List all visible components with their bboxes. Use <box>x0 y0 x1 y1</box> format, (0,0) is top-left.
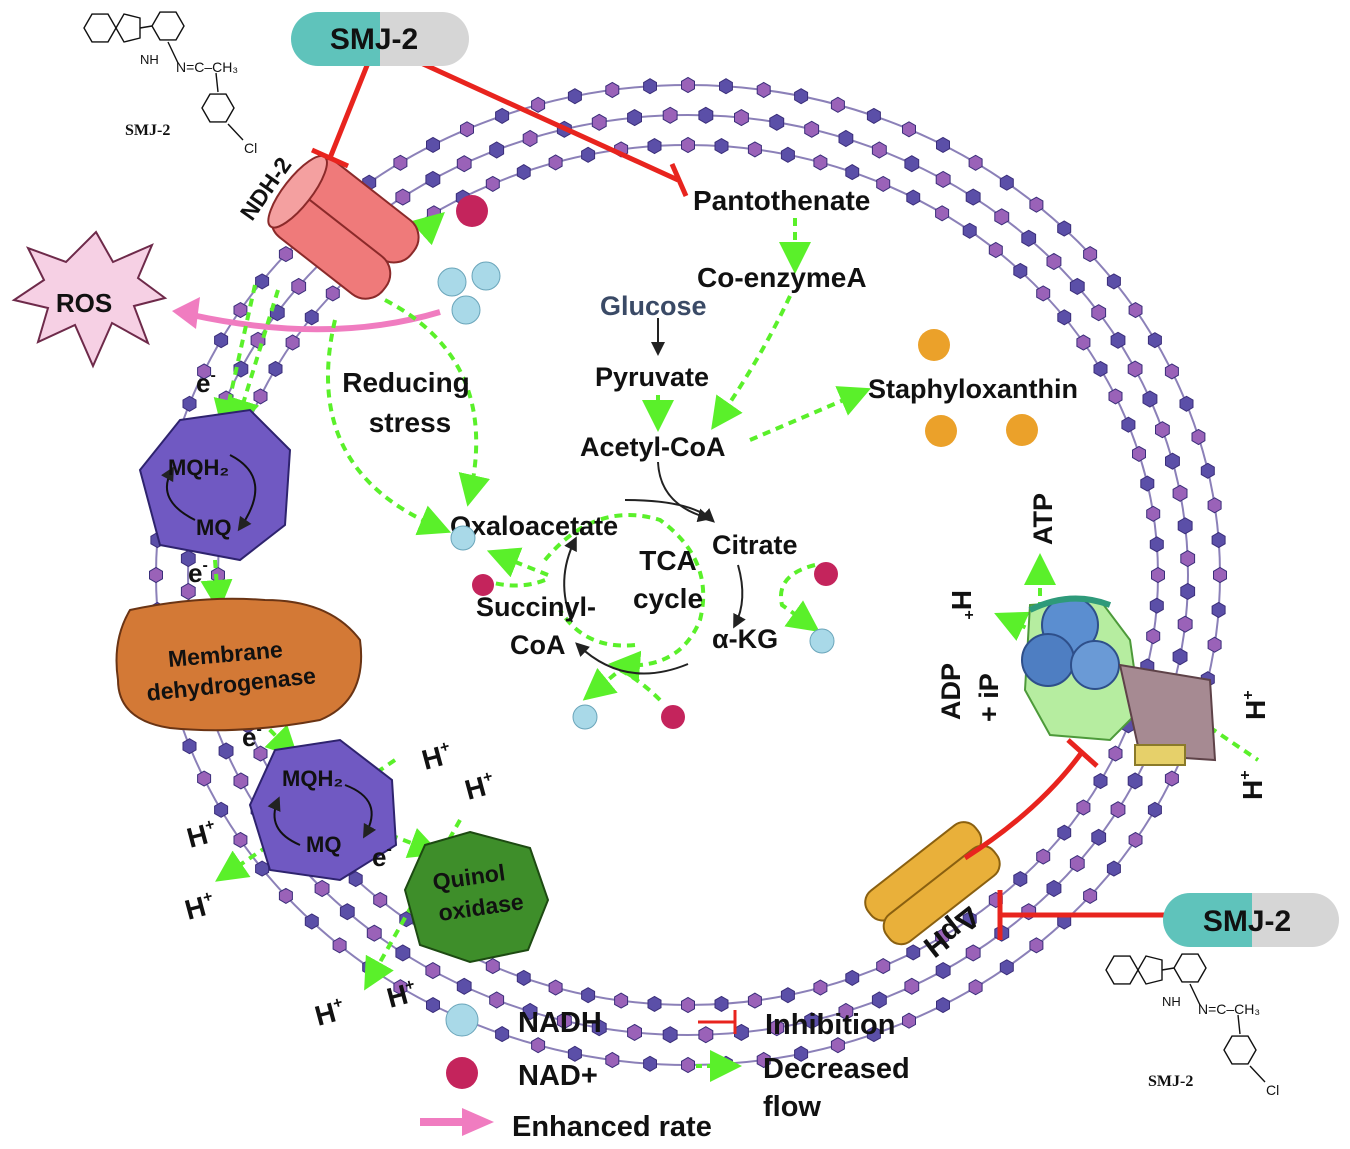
structure-cl-label: Cl <box>244 140 257 156</box>
atp-synthase <box>1021 595 1217 766</box>
nad-plus-molecule <box>814 562 838 586</box>
staphyloxanthin-label: Staphyloxanthin <box>868 374 1078 404</box>
smj2-capsule-top: SMJ-2 <box>291 12 469 66</box>
enhanced-rate-arrowhead <box>172 297 200 329</box>
metabolic-arrows <box>563 318 746 675</box>
proton-label-6: H+ <box>384 976 421 1014</box>
tca-label-2: cycle <box>633 583 703 614</box>
membrane-dehydrogenase: Membrane dehydrogenase <box>115 597 363 732</box>
proton-label-2: H+ <box>462 768 499 806</box>
legend-inhibition-swatch <box>698 1010 737 1034</box>
proton-label-9: H+ <box>1237 770 1268 800</box>
citrate-label: Citrate <box>712 530 798 560</box>
acetyl-coa-label: Acetyl-CoA <box>580 432 726 462</box>
glucose-label: Glucose <box>600 291 707 321</box>
nadh-molecule <box>471 261 501 291</box>
electron-label-4: e- <box>372 841 392 872</box>
structure-cl-label: Cl <box>1266 1082 1279 1098</box>
legend-decreased-label-1: Decreased <box>763 1053 910 1085</box>
structure-imine-label: N=C–CH₃ <box>176 59 238 75</box>
legend-enhanced-label: Enhanced rate <box>512 1111 712 1143</box>
legend-inhibition-label: Inhibition <box>765 1009 895 1041</box>
electron-label-2: e- <box>188 557 208 588</box>
smj2-caption-bottom: SMJ-2 <box>1148 1073 1193 1090</box>
nad-plus-molecule <box>456 195 488 227</box>
proton-label-1: H+ <box>419 738 456 776</box>
staphyloxanthin-molecule <box>1006 414 1038 446</box>
structure-nh-label: NH <box>140 52 159 67</box>
pyruvate-label: Pyruvate <box>595 362 709 392</box>
quinol-oxidase: Quinol oxidase <box>403 830 550 964</box>
reducing-stress-label-2: stress <box>369 407 452 438</box>
mqh2-label-1: MQH₂ <box>168 455 229 480</box>
legend-decreased-label-2: flow <box>763 1091 821 1123</box>
inhibition-lines <box>310 55 1165 940</box>
legend-nad-plus-swatch <box>446 1057 478 1089</box>
ros-burst: ROS <box>11 230 168 369</box>
legend-nadh-label: NADH <box>518 1007 602 1039</box>
nadh-molecule <box>450 525 476 551</box>
nad-plus-molecule <box>661 705 685 729</box>
ip-label: + iP <box>974 673 1004 722</box>
mq-label-2: MQ <box>306 832 341 857</box>
delta-ph-channel <box>864 821 1001 946</box>
proton-label-7: H+ <box>946 590 977 620</box>
enhanced-rate-arrow <box>191 309 441 333</box>
structure-imine-label: N=C–CH₃ <box>1198 1001 1260 1017</box>
mq-label-1: MQ <box>196 515 231 540</box>
nadh-molecule <box>451 295 481 325</box>
smj2-capsule-bottom: SMJ-2 <box>1163 893 1339 947</box>
oxaloacetate-label: Oxaloacetate <box>450 511 618 541</box>
ros-label: ROS <box>56 288 112 318</box>
proton-label-3: H+ <box>184 816 221 854</box>
structure-nh-label: NH <box>1162 994 1181 1009</box>
staphyloxanthin-molecule <box>918 329 950 361</box>
smj2-caption-top: SMJ-2 <box>125 122 170 139</box>
legend-nadh-swatch <box>445 1003 479 1037</box>
nadh-molecule <box>572 704 598 730</box>
smj2-structure-bottom: NH N=C–CH₃ Cl <box>1105 953 1279 1098</box>
proton-label-5: H+ <box>312 994 349 1032</box>
smj2-capsule-top-label: SMJ-2 <box>330 23 418 56</box>
nadh-molecule <box>437 267 467 297</box>
pantothenate-label: Pantothenate <box>693 185 870 216</box>
legend: NADH NAD+ Enhanced rate Inhibition Decre… <box>420 1003 910 1143</box>
nadh-molecule <box>809 628 835 654</box>
succinyl-label-2: CoA <box>510 630 566 660</box>
menaquinone-pool-2: MQH₂ MQ <box>248 738 398 882</box>
smj2-capsule-bottom-label: SMJ-2 <box>1203 905 1291 938</box>
atp-label: ATP <box>1028 493 1058 545</box>
electron-labels: e- e- e- e- <box>188 367 392 872</box>
proton-label-4: H+ <box>182 888 219 926</box>
smj2-structure-top: NH N=C–CH₃ Cl <box>83 11 257 156</box>
legend-nad-plus-label: NAD+ <box>518 1060 598 1092</box>
adp-label: ADP <box>936 663 966 720</box>
akg-label: α-KG <box>712 624 778 654</box>
metabolite-labels: Pantothenate Co-enzymeA Glucose Pyruvate… <box>342 185 1078 660</box>
nad-plus-molecule <box>472 574 494 596</box>
tca-label-1: TCA <box>639 545 697 576</box>
reducing-stress-label-1: Reducing <box>342 367 470 398</box>
electron-label-3: e- <box>242 721 262 752</box>
succinyl-label-1: Succinyl- <box>476 592 596 622</box>
mqh2-label-2: MQH₂ <box>282 766 343 791</box>
staphyloxanthin-molecule <box>925 415 957 447</box>
electron-label-1: e- <box>196 367 216 398</box>
coenzyme-a-label: Co-enzymeA <box>697 262 867 293</box>
molecules <box>437 195 1038 730</box>
menaquinone-pool-1: MQH₂ MQ <box>138 408 292 562</box>
proton-label-8: H+ <box>1240 690 1271 720</box>
